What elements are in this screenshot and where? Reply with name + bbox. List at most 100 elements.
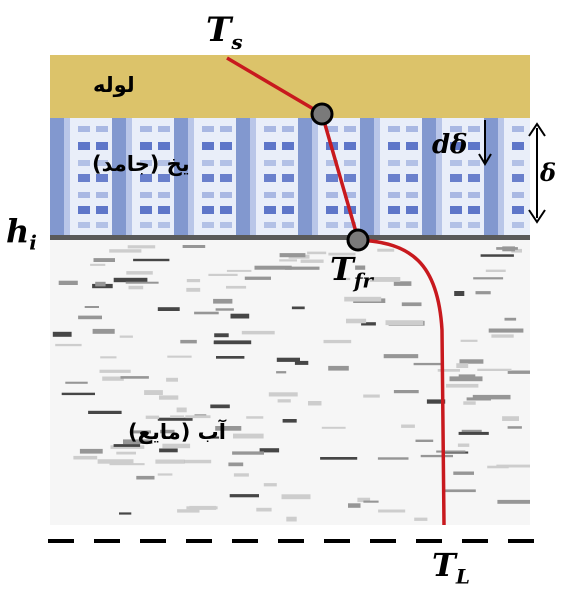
water-streak: [363, 500, 379, 503]
water-streak: [232, 451, 264, 455]
water-streak: [507, 370, 530, 374]
water-streak: [177, 509, 200, 513]
water-streak: [458, 374, 476, 378]
d-delta-label: dδ: [432, 130, 468, 160]
water-streak: [119, 335, 133, 338]
water-streak: [446, 383, 479, 388]
water-streak: [443, 489, 476, 493]
water-streak: [113, 444, 141, 447]
water-streak: [466, 397, 491, 401]
water-streak: [145, 415, 160, 419]
water-streak: [97, 459, 134, 464]
water-streak: [210, 404, 230, 409]
water-streak: [99, 369, 131, 373]
water-streak: [244, 276, 271, 280]
water-streak: [291, 306, 305, 310]
water-streak: [497, 499, 530, 504]
water-streak: [276, 357, 300, 362]
node-ice-water: [346, 228, 370, 252]
d-delta-arrow: [478, 120, 492, 166]
water-streak: [496, 247, 518, 250]
water-streak: [496, 464, 530, 468]
water-streak: [170, 415, 185, 418]
water-streak: [286, 516, 297, 522]
water-streak: [113, 277, 148, 283]
ice-label: یخ (جامد): [92, 152, 190, 176]
water-streak: [511, 248, 522, 253]
water-streak: [328, 365, 349, 371]
water-texture: [52, 245, 530, 522]
water-streak: [475, 291, 491, 295]
water-streak: [109, 249, 142, 253]
water-streak: [453, 471, 474, 475]
water-streak: [460, 339, 478, 342]
water-streak: [377, 457, 409, 460]
water-streak: [502, 416, 519, 421]
water-streak: [401, 302, 422, 307]
water-streak: [128, 285, 144, 290]
interface-line: [50, 235, 530, 240]
water-streak: [92, 328, 115, 334]
water-streak: [256, 507, 272, 512]
water-streak: [333, 277, 351, 281]
water-streak: [78, 315, 102, 320]
water-streak: [369, 277, 401, 282]
water-streak: [58, 280, 78, 285]
water-streak: [246, 416, 264, 419]
water-streak: [186, 506, 218, 510]
water-streak: [109, 463, 145, 466]
water-streak: [208, 436, 220, 439]
water-streak: [213, 340, 252, 345]
water-streak: [393, 281, 412, 286]
water-streak: [123, 439, 153, 444]
water-streak: [348, 503, 361, 508]
water-streak: [162, 443, 191, 449]
water-streak: [233, 433, 264, 439]
water-streak: [458, 431, 489, 435]
water-streak: [52, 331, 72, 337]
water-streak: [488, 328, 524, 333]
water-streak: [125, 281, 159, 284]
water-streak: [383, 354, 419, 359]
water-streak: [100, 356, 117, 359]
interface-height-label: hi: [6, 212, 37, 255]
water-streak: [127, 245, 156, 249]
delta-arrow: [528, 122, 546, 224]
water-streak: [320, 457, 358, 460]
water-streak: [361, 322, 376, 326]
water-streak: [328, 252, 356, 256]
water-streak: [159, 395, 179, 400]
delta-label: δ: [540, 158, 557, 187]
water-streak: [420, 454, 453, 458]
water-streak: [159, 448, 178, 453]
water-streak: [214, 333, 229, 338]
water-streak: [182, 245, 206, 248]
water-streak: [284, 266, 320, 270]
water-streak: [226, 269, 252, 272]
pipe-wall: [50, 55, 530, 118]
water-streak: [282, 419, 297, 423]
water-streak: [120, 376, 149, 379]
water-streak: [157, 473, 173, 476]
water-streak: [88, 410, 122, 414]
water-streak: [308, 401, 322, 406]
water-streak: [213, 298, 233, 304]
water-streak: [321, 426, 346, 429]
ice-layer: [50, 118, 530, 236]
water-streak: [507, 426, 522, 429]
water-streak: [344, 296, 382, 302]
water-streak: [277, 399, 291, 403]
water-streak: [254, 265, 292, 270]
water-streak: [485, 269, 506, 272]
water-streak: [480, 254, 514, 257]
water-streak: [230, 313, 250, 319]
water-streak: [363, 394, 380, 398]
water-streak: [414, 517, 428, 521]
water-streak: [457, 443, 470, 447]
water-streak: [182, 459, 212, 464]
water-streak: [323, 339, 352, 344]
water-streak: [126, 271, 153, 275]
water-streak: [233, 473, 249, 477]
